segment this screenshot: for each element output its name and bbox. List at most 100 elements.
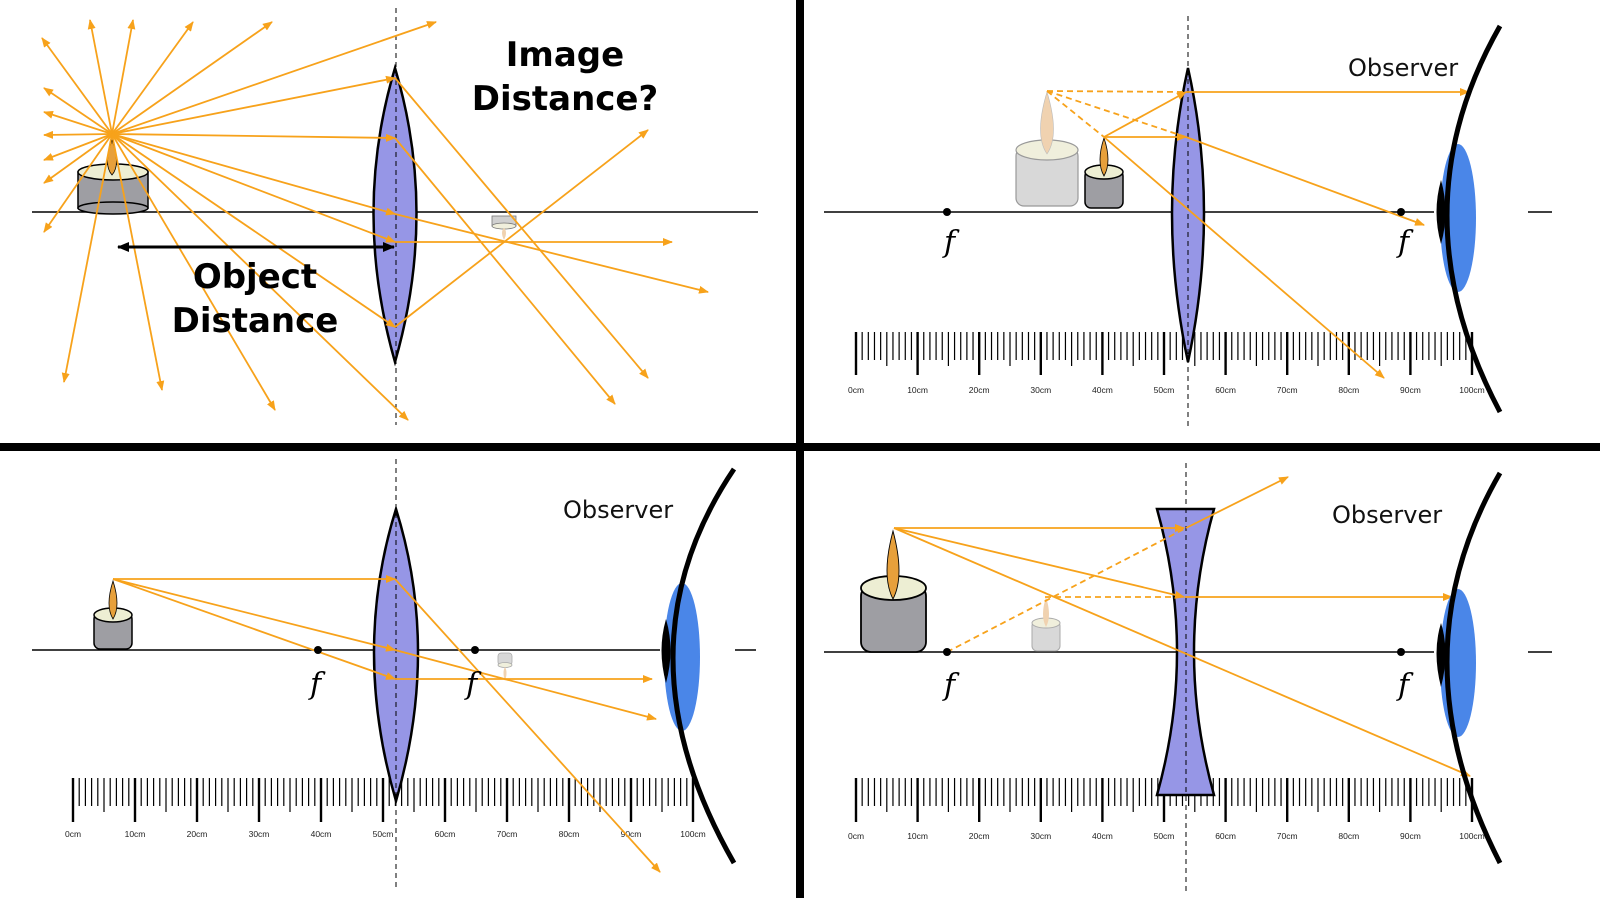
- light-ray: [111, 19, 136, 135]
- light-ray: [41, 37, 113, 135]
- ruler-label: 100cm: [680, 829, 706, 839]
- light-ray: [111, 133, 409, 421]
- ruler-label: 40cm: [1092, 831, 1113, 841]
- ruler-label: 10cm: [907, 831, 928, 841]
- observer-label: Observer: [563, 496, 673, 524]
- virtual-ray: [1046, 90, 1187, 93]
- ruler-label: 70cm: [1277, 831, 1298, 841]
- focal-label-left: f: [308, 667, 326, 702]
- ruler-label: 60cm: [435, 829, 456, 839]
- light-ray: [111, 133, 165, 391]
- ray-diagram-4: 0cm 10cm 20cm 30cm 40cm 50cm 60cm 70cm 80cm 90cm 1…: [824, 463, 1552, 891]
- candle-image: [497, 652, 513, 681]
- ray-diagram-1: Image Distance? Object Distance: [32, 8, 758, 425]
- eye-cornea: [1444, 471, 1503, 865]
- panel-object-image-distance: Image Distance? Object Distance: [0, 0, 796, 443]
- ruler-label: 80cm: [1338, 385, 1359, 395]
- candle-image: [491, 215, 517, 240]
- focal-point-right: [1397, 208, 1405, 216]
- light-ray: [43, 133, 113, 161]
- focal-point-left: [314, 646, 322, 654]
- ruler-label: 90cm: [1400, 831, 1421, 841]
- light-ray: [1185, 476, 1289, 529]
- light-ray: [43, 130, 113, 139]
- light-ray: [87, 19, 113, 135]
- ruler-label: 70cm: [497, 829, 518, 839]
- observer-eye: [661, 467, 737, 865]
- focal-label-right: f: [1396, 225, 1414, 260]
- ruler-label: 90cm: [621, 829, 642, 839]
- eye-cornea: [1444, 24, 1503, 414]
- focal-label-left: f: [942, 668, 960, 703]
- light-rays: [893, 476, 1471, 777]
- focal-label-right: f: [1396, 668, 1414, 703]
- light-ray: [394, 137, 616, 405]
- virtual-ray: [1046, 90, 1105, 138]
- ruler-label: 0cm: [65, 829, 81, 839]
- light-ray: [112, 578, 396, 652]
- ruler-label: 30cm: [1030, 385, 1051, 395]
- candle-image: [1015, 90, 1079, 207]
- ruler-label: 10cm: [125, 829, 146, 839]
- ruler-label: 20cm: [969, 831, 990, 841]
- ruler-label: 10cm: [907, 385, 928, 395]
- light-ray: [111, 133, 396, 142]
- converging-lens: [372, 63, 418, 367]
- ruler-label: 40cm: [311, 829, 332, 839]
- ruler-label: 50cm: [1154, 831, 1175, 841]
- focal-label-left: f: [942, 225, 960, 260]
- candle-object: [93, 579, 133, 650]
- virtual-ray: [946, 527, 1187, 653]
- observer-label: Observer: [1348, 54, 1458, 82]
- ruler-label: 60cm: [1215, 831, 1236, 841]
- light-ray: [394, 213, 709, 294]
- ruler-label: 0cm: [848, 385, 864, 395]
- light-ray: [893, 527, 1185, 599]
- ruler-label: 30cm: [1030, 831, 1051, 841]
- light-ray: [111, 21, 194, 135]
- light-ray: [1103, 91, 1187, 138]
- observer-eye: [1436, 24, 1503, 414]
- ruler-label: 20cm: [187, 829, 208, 839]
- light-rays: [41, 19, 709, 421]
- ruler-label: 0cm: [848, 831, 864, 841]
- ruler-label: 40cm: [1092, 385, 1113, 395]
- ruler-label: 70cm: [1277, 385, 1298, 395]
- light-ray: [61, 133, 113, 383]
- ruler-label: 20cm: [969, 385, 990, 395]
- virtual-ray: [1046, 90, 1187, 138]
- ruler-label: 100cm: [1459, 385, 1485, 395]
- light-ray: [111, 133, 396, 328]
- ruler-label: 60cm: [1215, 385, 1236, 395]
- light-ray: [43, 133, 113, 233]
- light-ray: [394, 129, 649, 328]
- candle-image: [1031, 597, 1061, 652]
- focal-point-left: [943, 208, 951, 216]
- observer-eye: [1436, 471, 1503, 865]
- focal-point-left: [943, 648, 951, 656]
- light-rays: [1046, 88, 1470, 379]
- light-ray: [43, 133, 113, 184]
- image-distance-label-line2: Distance?: [472, 79, 658, 119]
- focal-point-right: [471, 646, 479, 654]
- light-ray: [111, 133, 396, 243]
- light-ray: [394, 649, 657, 721]
- observer-label: Observer: [1332, 501, 1442, 529]
- light-ray: [1103, 136, 1385, 379]
- light-ray: [111, 21, 437, 135]
- light-ray: [394, 578, 661, 873]
- ruler-label: 100cm: [1459, 831, 1485, 841]
- ruler-label: 80cm: [1338, 831, 1359, 841]
- ruler-label: 50cm: [373, 829, 394, 839]
- candle-object: [1084, 136, 1124, 209]
- light-ray: [111, 133, 396, 216]
- ruler-label: 90cm: [1400, 385, 1421, 395]
- eye-pupil: [661, 619, 671, 683]
- image-distance-label-line1: Image: [506, 35, 624, 75]
- ruler-label: 30cm: [249, 829, 270, 839]
